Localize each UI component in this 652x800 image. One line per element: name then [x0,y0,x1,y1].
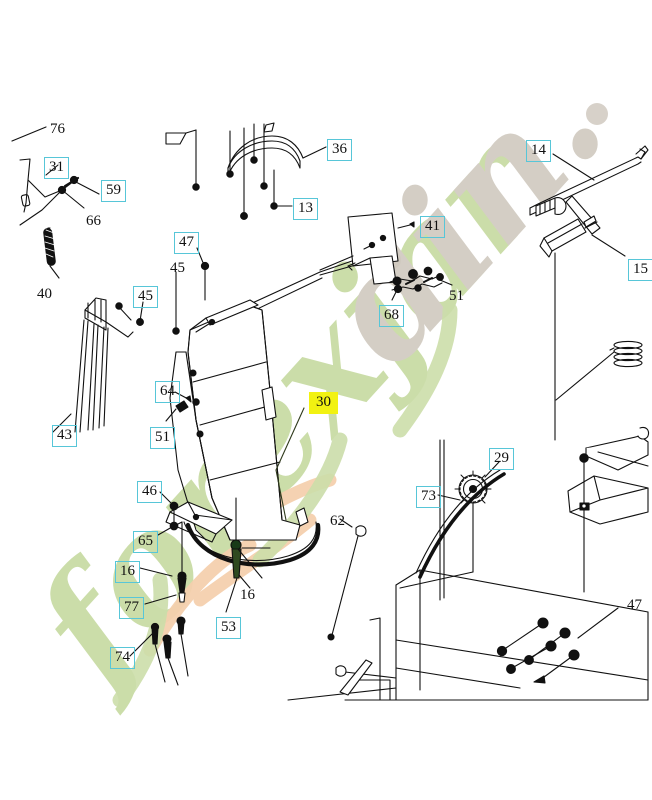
part-40-spring [43,227,60,279]
part-callout-14[interactable]: 14 [526,140,551,162]
part-callout-36[interactable]: 36 [327,139,352,161]
part-callout-74[interactable]: 74 [110,647,135,669]
part-callout-16[interactable]: 16 [240,587,255,603]
part-callout-29[interactable]: 29 [489,448,514,470]
part-callout-13[interactable]: 13 [293,198,318,220]
part-68-51-fasteners [389,266,453,301]
part-43-tines [52,297,134,433]
part-callout-30-highlighted[interactable]: 30 [309,392,338,414]
part-callout-31[interactable]: 31 [44,157,69,179]
part-callout-77[interactable]: 77 [119,597,144,619]
part-callout-40[interactable]: 40 [37,286,52,302]
part-callout-51[interactable]: 51 [449,288,464,304]
part-callout-47[interactable]: 47 [627,597,642,613]
part-14-handlebar [529,145,649,441]
part-callout-45[interactable]: 45 [133,286,158,308]
part-callout-16[interactable]: 16 [115,561,140,583]
part-callout-59[interactable]: 59 [101,180,126,202]
part-callout-47[interactable]: 47 [174,232,199,254]
part-47-bolts [496,607,619,684]
part-callout-64[interactable]: 64 [155,381,180,403]
part-callout-66[interactable]: 66 [86,213,101,229]
part-callout-46[interactable]: 46 [137,481,162,503]
part-callout-15[interactable]: 15 [628,259,652,281]
part-callout-41[interactable]: 41 [420,216,445,238]
part-callout-53[interactable]: 53 [216,617,241,639]
part-76-leader [11,126,47,142]
part-callout-73[interactable]: 73 [416,486,441,508]
part-linkage-31-59-66 [19,158,100,226]
part-callout-76[interactable]: 76 [50,121,65,137]
part-callout-51[interactable]: 51 [150,427,175,449]
chassis-right [287,439,649,701]
right-assembly [555,340,650,593]
part-callout-68[interactable]: 68 [379,305,404,327]
part-36-guard [165,122,327,220]
part-callout-45[interactable]: 45 [170,260,185,276]
part-callout-43[interactable]: 43 [52,425,77,447]
part-64-51-pins [165,369,204,438]
part-callout-62[interactable]: 62 [330,513,345,529]
part-callout-65[interactable]: 65 [133,531,158,553]
